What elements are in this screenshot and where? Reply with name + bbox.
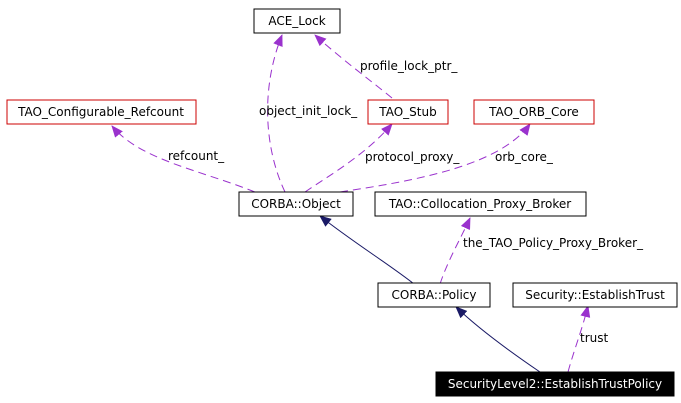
node-corba-object[interactable]: CORBA::Object	[238, 191, 354, 217]
node-tao-stub[interactable]: TAO_Stub	[367, 99, 449, 125]
edge-label-trust: trust	[580, 331, 608, 345]
node-label-security-establish-trust: Security::EstablishTrust	[525, 288, 665, 302]
node-label-ace-lock: ACE_Lock	[268, 14, 325, 28]
node-tao-configurable-refcount[interactable]: TAO_Configurable_Refcount	[6, 99, 197, 125]
node-label-tao-stub: TAO_Stub	[378, 105, 436, 119]
node-security-establish-trust[interactable]: Security::EstablishTrust	[512, 282, 678, 308]
edge-orb-core: orb_core_	[339, 123, 554, 193]
node-label-corba-policy: CORBA::Policy	[392, 288, 477, 302]
node-tao-orb-core[interactable]: TAO_ORB_Core	[473, 99, 595, 125]
node-corba-policy[interactable]: CORBA::Policy	[377, 282, 491, 308]
edge-label-profile-lock-ptr: profile_lock_ptr_	[360, 59, 458, 73]
node-label-securitylevel2-establish-trust-policy: SecurityLevel2::EstablishTrustPolicy	[448, 377, 662, 391]
edge-label-orb-core: orb_core_	[495, 150, 554, 164]
edge-the-tao-policy-proxy-broker: the_TAO_Policy_Proxy_Broker_	[439, 217, 644, 285]
node-label-tao-orb-core: TAO_ORB_Core	[488, 105, 579, 119]
edge-protocol-proxy: protocol_proxy_	[304, 123, 460, 193]
node-label-corba-object: CORBA::Object	[251, 197, 341, 211]
edge-label-protocol-proxy: protocol_proxy_	[365, 150, 460, 164]
edge-label-object-init-lock: object_init_lock_	[259, 104, 358, 118]
node-label-tao-collocation-proxy-broker: TAO::Collocation_Proxy_Broker	[388, 197, 571, 211]
edge-label-refcount: refcount_	[168, 149, 225, 163]
node-ace-lock[interactable]: ACE_Lock	[253, 8, 341, 34]
edge-profile-lock-ptr: profile_lock_ptr_	[314, 34, 458, 99]
edge-trust: trust	[567, 305, 608, 373]
node-tao-collocation-proxy-broker[interactable]: TAO::Collocation_Proxy_Broker	[374, 191, 587, 217]
edge-refcount: refcount_	[111, 125, 256, 193]
node-label-tao-configurable-refcount: TAO_Configurable_Refcount	[17, 105, 184, 119]
edge-label-the-tao-policy-proxy-broker: the_TAO_Policy_Proxy_Broker_	[463, 236, 644, 250]
edge-inherit-trustpolicy-policy	[455, 306, 541, 373]
edge-inherit-policy-object	[319, 215, 415, 285]
edge-object-init-lock: object_init_lock_	[259, 34, 358, 193]
node-securitylevel2-establish-trust-policy[interactable]: SecurityLevel2::EstablishTrustPolicy	[435, 371, 675, 397]
